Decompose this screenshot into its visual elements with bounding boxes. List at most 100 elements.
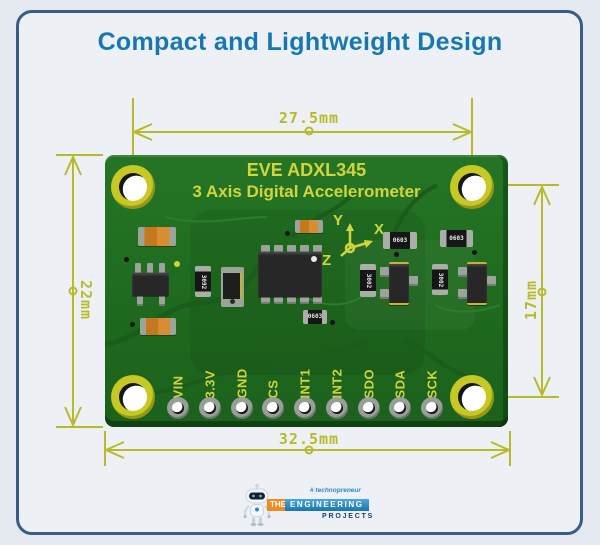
ic-lead	[159, 295, 165, 306]
ic-lead	[274, 245, 283, 253]
dimension-right: 17mm	[522, 279, 540, 321]
hole-bore	[119, 383, 147, 411]
ic-lead	[261, 296, 270, 304]
mounting-hole-top-right	[450, 165, 494, 209]
header-pad	[167, 397, 189, 419]
pin-label-sck: SCK	[424, 369, 440, 399]
pin-label-cs: CS	[265, 379, 281, 399]
pad-hole	[267, 402, 279, 414]
mounting-hole-bottom-right	[450, 375, 494, 419]
dimension-left: 22mm	[77, 279, 95, 321]
hole-bore	[119, 173, 147, 201]
ic-lead	[287, 245, 296, 253]
resistor-label: 3002	[436, 272, 444, 287]
logo-word-the: THE	[267, 499, 289, 511]
ic-lead	[300, 296, 309, 304]
transistor-lead	[380, 289, 389, 299]
pin-label-sdo: SDO	[361, 369, 377, 399]
ic-lead	[274, 296, 283, 304]
pin-label-vin: VIN	[170, 375, 186, 399]
pin-label-3v3: 3.3V	[202, 370, 218, 399]
axis-y-label: Y	[333, 212, 344, 229]
via	[174, 261, 180, 267]
ic-lead	[261, 245, 270, 253]
resistor-label: 3002	[364, 273, 372, 288]
capacitor	[140, 318, 176, 335]
dimension-top: 27.5mm	[278, 109, 340, 127]
resistor: 3002	[360, 264, 376, 297]
board-title-line1: EVE ADXL345	[246, 160, 367, 180]
pin-label-int1: INT1	[297, 368, 313, 399]
resistor: 0603	[383, 232, 417, 249]
pad-hole	[236, 402, 248, 414]
pad-hole	[331, 402, 343, 414]
mounting-hole-top-left	[111, 165, 155, 209]
axis-indicator	[340, 223, 373, 257]
axis-x-label: X	[374, 221, 385, 238]
adxl345-ic	[258, 252, 322, 297]
pad-hole	[172, 402, 184, 414]
header-pad	[199, 397, 221, 419]
ic-lead	[135, 263, 141, 274]
resistor: 0603	[440, 230, 473, 247]
transistor-sot23	[467, 262, 487, 305]
via	[394, 252, 399, 257]
regulator-sot23-5	[132, 273, 169, 296]
pin-label-sda: SDA	[392, 369, 408, 399]
page-title: Compact and Lightweight Design	[97, 28, 503, 56]
via	[285, 231, 290, 236]
transistor-lead	[487, 276, 496, 286]
resistor: 0603	[303, 310, 327, 324]
ic-lead	[287, 296, 296, 304]
ic-lead	[300, 245, 309, 253]
pin-label-gnd: GND	[234, 368, 250, 399]
transistor-lead	[458, 289, 467, 299]
header-pad	[358, 397, 380, 419]
via	[330, 320, 335, 325]
resistor-label: 0603	[307, 313, 323, 320]
logo-word-projects: PROJECTS	[322, 513, 375, 520]
ic-lead	[137, 295, 143, 306]
smd-diode	[221, 267, 244, 307]
robot-mascot-icon	[243, 483, 271, 527]
header-pad	[389, 397, 411, 419]
resistor-label: 0603	[449, 234, 464, 242]
header-pad	[294, 397, 316, 419]
hole-bore	[458, 173, 486, 201]
transistor-lead	[409, 276, 418, 286]
logo-word-engineering: ENGINEERING	[285, 499, 369, 511]
pad-hole	[299, 402, 311, 414]
ic-lead	[159, 263, 165, 274]
ic-lead	[147, 263, 153, 274]
pin-label-int2: INT2	[329, 368, 345, 399]
header-pad	[421, 397, 443, 419]
capacitor	[138, 227, 176, 246]
logo-tagline: # technopreneur	[310, 487, 361, 494]
brand-logo: # technopreneur THE ENGINEERING PROJECTS	[238, 481, 373, 531]
via	[130, 322, 135, 327]
board-title-line2: 3 Axis Digital Accelerometer	[192, 182, 421, 201]
transistor-sot23	[389, 262, 409, 305]
mounting-hole-bottom-left	[111, 375, 155, 419]
pad-hole	[204, 402, 216, 414]
pin1-dot	[311, 256, 317, 262]
resistor: 3092	[195, 266, 211, 297]
resistor-label: 0603	[392, 236, 408, 244]
capacitor	[295, 220, 323, 233]
ic-lead	[313, 245, 322, 253]
transistor-lead	[380, 267, 389, 277]
pad-hole	[426, 402, 438, 414]
hole-bore	[458, 383, 486, 411]
ic-lead	[313, 296, 322, 304]
pad-hole	[394, 402, 406, 414]
pad-hole	[363, 402, 375, 414]
resistor-label: 3092	[199, 274, 207, 289]
transistor-lead	[458, 267, 467, 277]
resistor: 3002	[432, 264, 448, 295]
via	[124, 257, 129, 262]
dimension-bottom: 32.5mm	[278, 430, 340, 448]
header-pad	[326, 397, 348, 419]
header-pad	[231, 397, 253, 419]
